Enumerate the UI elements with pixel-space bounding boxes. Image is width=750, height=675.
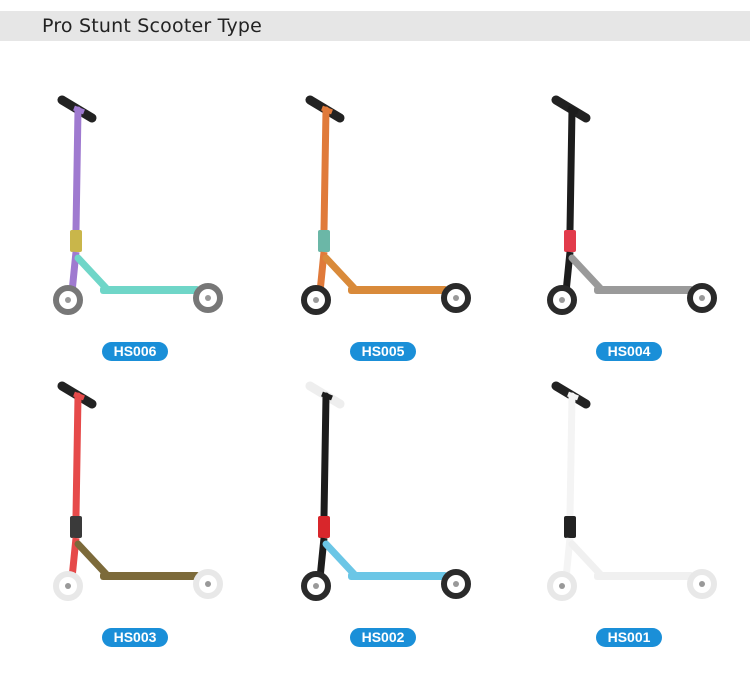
handlebar-stem [72, 106, 82, 234]
product-card-hs006[interactable]: HS006 [10, 80, 260, 380]
deck [348, 286, 448, 294]
scooter-image [53, 95, 223, 315]
rear-wheel-hub [205, 581, 211, 587]
product-code-badge: HS005 [350, 342, 416, 361]
front-wheel-hub [313, 583, 319, 589]
product-card-hs003[interactable]: HS003 [10, 366, 260, 666]
product-code-badge: HS006 [102, 342, 168, 361]
deck-neck [74, 254, 110, 292]
clamp [70, 516, 82, 538]
deck-neck [322, 254, 358, 292]
scooter-image [547, 95, 717, 315]
section-title: Pro Stunt Scooter Type [42, 15, 263, 37]
product-card-hs004[interactable]: HS004 [504, 80, 750, 380]
product-code-badge: HS001 [596, 628, 662, 647]
product-card-hs002[interactable]: HS002 [258, 366, 508, 666]
clamp [70, 230, 82, 252]
front-wheel-hub [313, 297, 319, 303]
product-code-badge: HS003 [102, 628, 168, 647]
deck [594, 572, 694, 580]
rear-wheel-hub [699, 295, 705, 301]
deck-neck [568, 254, 604, 292]
handlebar-stem [320, 106, 330, 234]
product-card-hs001[interactable]: HS001 [504, 366, 750, 666]
section-header: Pro Stunt Scooter Type [0, 11, 750, 41]
front-wheel-hub [65, 583, 71, 589]
clamp [318, 230, 330, 252]
deck [100, 286, 200, 294]
deck-neck [322, 540, 358, 578]
front-wheel-hub [559, 583, 565, 589]
product-code-badge: HS002 [350, 628, 416, 647]
front-wheel-hub [65, 297, 71, 303]
clamp [564, 516, 576, 538]
deck-neck [568, 540, 604, 578]
scooter-image [301, 95, 471, 315]
deck-neck [74, 540, 110, 578]
product-code-badge: HS004 [596, 342, 662, 361]
scooter-image [301, 381, 471, 601]
handlebar-stem [566, 106, 576, 234]
clamp [318, 516, 330, 538]
product-card-hs005[interactable]: HS005 [258, 80, 508, 380]
front-wheel-hub [559, 297, 565, 303]
handlebar-stem [320, 392, 330, 520]
rear-wheel-hub [699, 581, 705, 587]
rear-wheel-hub [205, 295, 211, 301]
scooter-image [547, 381, 717, 601]
deck [100, 572, 200, 580]
deck [594, 286, 694, 294]
rear-wheel-hub [453, 295, 459, 301]
handlebar-stem [566, 392, 576, 520]
deck [348, 572, 448, 580]
clamp [564, 230, 576, 252]
handlebar-stem [72, 392, 82, 520]
rear-wheel-hub [453, 581, 459, 587]
scooter-image [53, 381, 223, 601]
